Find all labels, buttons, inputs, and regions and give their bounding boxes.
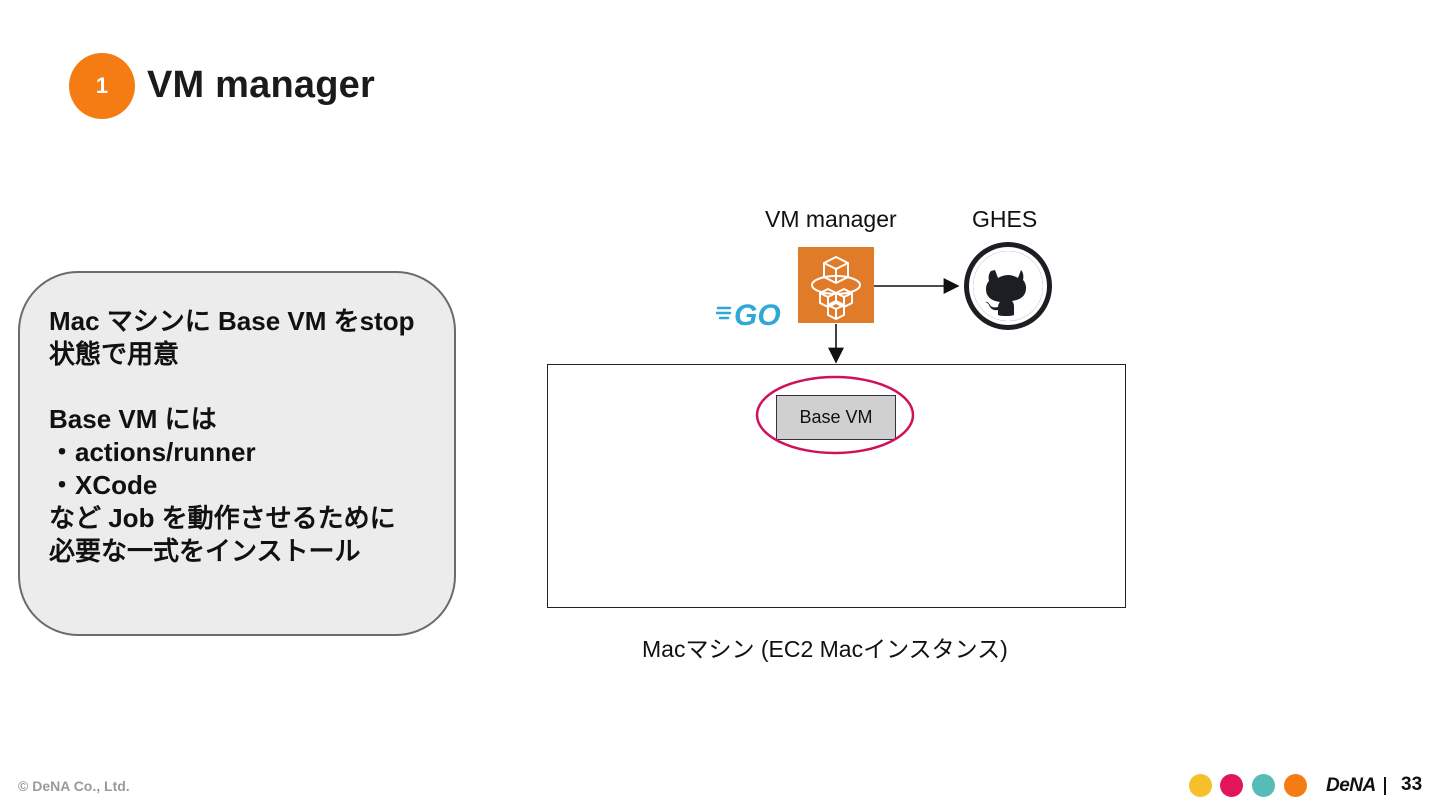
copyright: © DeNA Co., Ltd.	[18, 778, 130, 794]
section-number-badge: 1	[69, 53, 135, 119]
note-text: Mac マシンに Base VM をstop 状態で用意 Base VM には …	[49, 305, 449, 567]
vm-manager-service-icon	[798, 247, 874, 323]
cubes-icon	[811, 256, 861, 320]
highlight-ellipse	[755, 375, 915, 455]
go-logo: GO	[714, 296, 792, 332]
footer-separator	[1384, 777, 1386, 795]
brand-dot-pink	[1220, 774, 1243, 797]
go-logo-text: GO	[734, 299, 781, 330]
brand-dot-yellow	[1189, 774, 1212, 797]
brand-logo: DeNA	[1326, 775, 1376, 796]
ghes-label: GHES	[972, 206, 1038, 232]
note-line: ・actions/runner	[49, 437, 256, 468]
vm-manager-label: VM manager	[765, 206, 897, 232]
base-vm-label: Base VM	[799, 407, 873, 427]
brand-dot-teal	[1252, 774, 1275, 797]
base-vm-box: Base VM	[776, 395, 896, 440]
page-number: 33	[1401, 774, 1423, 795]
note-line: 必要な一式をインストール	[49, 535, 361, 566]
note-line	[49, 371, 449, 404]
github-icon	[961, 242, 1055, 330]
note-line: Base VM には	[49, 404, 217, 435]
mac-machine-caption: Macマシン (EC2 Macインスタンス)	[642, 636, 1008, 662]
section-number: 1	[95, 73, 109, 98]
slide-title: VM manager	[147, 64, 375, 106]
brand-dot-orange	[1284, 774, 1307, 797]
note-line: など Job を動作させるために	[49, 502, 396, 533]
note-line: ・XCode	[49, 469, 158, 500]
note-line: 状態で用意	[49, 338, 180, 369]
note-line: Mac マシンに Base VM をstop	[49, 306, 415, 336]
note-box	[18, 271, 456, 636]
